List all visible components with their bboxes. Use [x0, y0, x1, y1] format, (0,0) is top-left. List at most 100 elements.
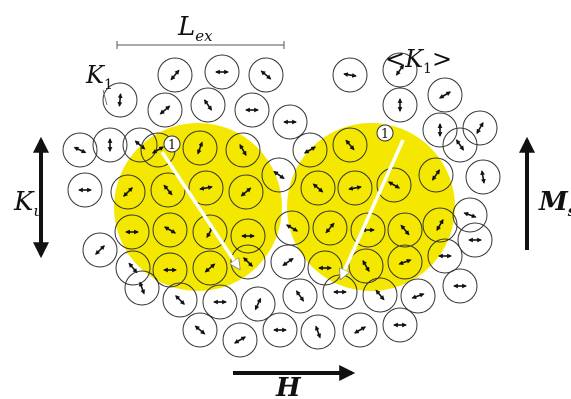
grain-easy-axis-arrow [315, 325, 321, 339]
grain [270, 244, 306, 280]
grain-easy-axis-arrow [282, 257, 294, 267]
grain [110, 174, 146, 210]
grain-easy-axis-arrow [463, 212, 477, 218]
grain [152, 252, 188, 288]
grain-easy-axis-arrow [95, 245, 105, 255]
grain [387, 244, 423, 280]
grain-easy-axis-arrow [240, 187, 252, 197]
grain-easy-axis-arrow [123, 187, 133, 197]
grain [182, 130, 218, 166]
grain-easy-axis-arrow [348, 185, 362, 191]
averaged-anisotropy-label: <K1> [385, 45, 452, 77]
grain-easy-axis-arrow [438, 91, 452, 99]
grain-collection [62, 52, 501, 358]
grain-marker-right [376, 124, 394, 142]
grain [162, 282, 198, 318]
grain [300, 170, 336, 206]
grain-easy-axis-arrow [204, 263, 216, 273]
grain [452, 197, 488, 233]
grain [400, 278, 436, 314]
grain-easy-axis-arrow [170, 69, 180, 81]
grain-easy-axis-arrow [455, 139, 465, 151]
grain [262, 312, 298, 348]
grain-easy-axis-arrow [273, 170, 285, 180]
grain-easy-axis-arrow [243, 257, 253, 267]
grain [222, 322, 258, 358]
grain-easy-axis-arrow [197, 141, 203, 155]
grain-easy-axis-arrow [295, 290, 305, 302]
grain-easy-axis-arrow [239, 143, 247, 157]
grain [225, 132, 261, 168]
grain [282, 278, 318, 314]
grain [230, 218, 266, 254]
grain [122, 127, 158, 163]
grain [67, 172, 103, 208]
grain-easy-axis-arrow [117, 93, 123, 107]
grain [248, 57, 284, 93]
grain [427, 77, 463, 113]
uniaxial-anisotropy-label: Ku [13, 187, 43, 220]
grain [382, 87, 418, 123]
grain [234, 92, 270, 128]
grain [465, 159, 501, 195]
grain [300, 314, 336, 350]
grain [82, 232, 118, 268]
grain-easy-axis-arrow [163, 184, 173, 196]
grain-easy-axis-arrow [233, 336, 247, 344]
grain-easy-axis-arrow [303, 146, 317, 154]
grain-easy-axis-arrow [343, 72, 357, 78]
magnetization-label: Ms [538, 187, 571, 220]
grain-easy-axis-arrow [436, 218, 444, 232]
grain-easy-axis-arrow [353, 326, 367, 334]
grain-easy-axis-arrow [362, 259, 370, 273]
grain [382, 307, 418, 343]
grain-easy-axis-arrow [325, 222, 335, 234]
grain [422, 112, 458, 148]
applied-field-label: H [275, 373, 302, 399]
grain [182, 312, 218, 348]
grain-easy-axis-arrow [134, 140, 146, 150]
grain [382, 52, 418, 88]
grain-easy-axis-arrow [345, 139, 355, 151]
grain [337, 170, 373, 206]
grain [190, 87, 226, 123]
grain-easy-axis-arrow [375, 289, 385, 301]
grain [115, 250, 151, 286]
grain [457, 222, 493, 258]
grain [387, 212, 423, 248]
grain [350, 212, 386, 248]
grain [62, 132, 98, 168]
grain [192, 214, 228, 250]
grain [462, 110, 498, 146]
grain-easy-axis-arrow [285, 224, 299, 232]
grain-marker-right-label: 1 [381, 127, 389, 142]
grain-easy-axis-arrow [159, 105, 171, 115]
grain [342, 312, 378, 348]
grain-easy-axis-arrow [175, 295, 185, 305]
grain-easy-axis-arrow [260, 70, 272, 80]
grain [422, 207, 458, 243]
grain-easy-axis-arrow [395, 64, 405, 76]
grain [147, 92, 183, 128]
net-anisotropy-arrow-right [341, 139, 405, 278]
local-anisotropy-leader [102, 89, 108, 106]
grain [292, 132, 328, 168]
grain [114, 214, 150, 250]
grain [418, 157, 454, 193]
grain [240, 286, 276, 322]
grain [192, 250, 228, 286]
grain-easy-axis-arrow [411, 293, 425, 299]
exchange-length-label: Lex [177, 12, 213, 45]
grain-easy-axis-arrow [480, 170, 486, 184]
grain [376, 167, 412, 203]
grain [202, 284, 238, 320]
grain [124, 270, 160, 306]
grain-easy-axis-arrow [151, 146, 165, 154]
grain-easy-axis-arrow [73, 146, 87, 154]
grain [427, 238, 463, 274]
grain [188, 170, 224, 206]
grain [204, 54, 240, 90]
grain [312, 210, 348, 246]
